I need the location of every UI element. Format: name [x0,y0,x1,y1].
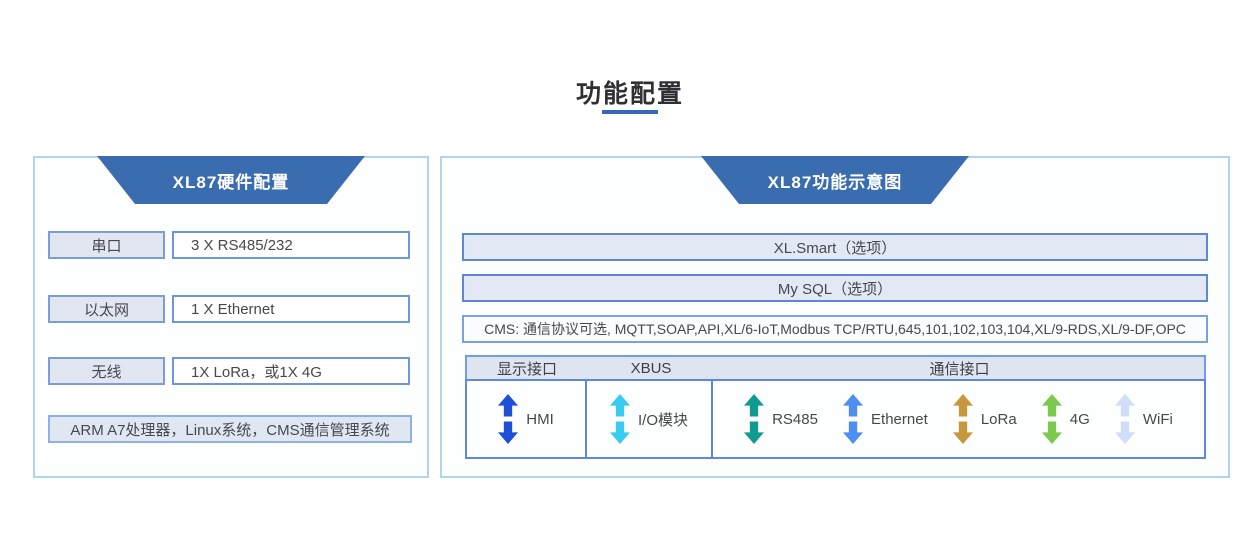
title-underline [602,110,658,114]
system-summary-bar: ARM A7处理器，Linux系统，CMS通信管理系统 [48,415,412,443]
spec-label-wireless: 无线 [48,357,165,385]
spec-label-serial: 串口 [48,231,165,259]
interface-label: LoRa [980,410,1017,428]
hardware-config-panel: XL87硬件配置 串口 3 X RS485/232 以太网 1 X Ethern… [33,156,429,478]
interface-label: HMI [526,410,554,428]
header-xbus: XBUS [630,359,672,377]
interface-item-rs485: RS485 [744,392,818,446]
header-display-interface: 显示接口 [496,360,557,378]
mysql-bar: My SQL（选项） [462,274,1208,302]
cms-protocols-bar: CMS: 通信协议可选, MQTT,SOAP,API,XL/6-IoT,Modb… [462,315,1208,343]
interface-item-4g: 4G [1041,392,1090,446]
function-panel-header: XL87功能示意图 [701,156,969,204]
updown-arrow-icon [744,392,765,446]
comm-interface-cell: RS485 Ethernet LoRa 4G [711,379,1206,459]
interface-label: RS485 [772,410,818,428]
interface-label: WiFi [1142,410,1173,428]
updown-arrow-icon [498,392,519,446]
interface-header-bar: 显示接口 XBUS 通信接口 [465,355,1206,381]
interface-label: 4G [1069,410,1090,428]
interface-item-io-module: I/O模块 [609,392,688,446]
updown-arrow-icon [843,392,864,446]
spec-label-ethernet: 以太网 [48,295,165,323]
updown-arrow-icon [952,392,973,446]
header-comm-interface: 通信接口 [929,360,990,378]
hardware-panel-header: XL87硬件配置 [97,156,365,204]
page-title: 功能配置 [575,80,684,108]
interface-label: I/O模块 [637,411,688,429]
xbus-cell: I/O模块 [585,379,713,459]
function-diagram-panel: XL87功能示意图 XL.Smart（选项） My SQL（选项） CMS: 通… [440,156,1230,478]
interface-item-ethernet: Ethernet [843,392,928,446]
interface-item-hmi: HMI [498,392,554,446]
interface-item-wifi: WiFi [1114,392,1173,446]
spec-value-ethernet: 1 X Ethernet [172,295,410,323]
xl-smart-bar: XL.Smart（选项） [462,233,1208,261]
spec-value-serial: 3 X RS485/232 [172,231,410,259]
display-interface-cell: HMI [465,379,587,459]
spec-value-wireless: 1X LoRa，或1X 4G [172,357,410,385]
updown-arrow-icon [609,392,630,446]
interface-label: Ethernet [871,410,928,428]
interface-item-lora: LoRa [952,392,1017,446]
updown-arrow-icon [1041,392,1062,446]
updown-arrow-icon [1114,392,1135,446]
